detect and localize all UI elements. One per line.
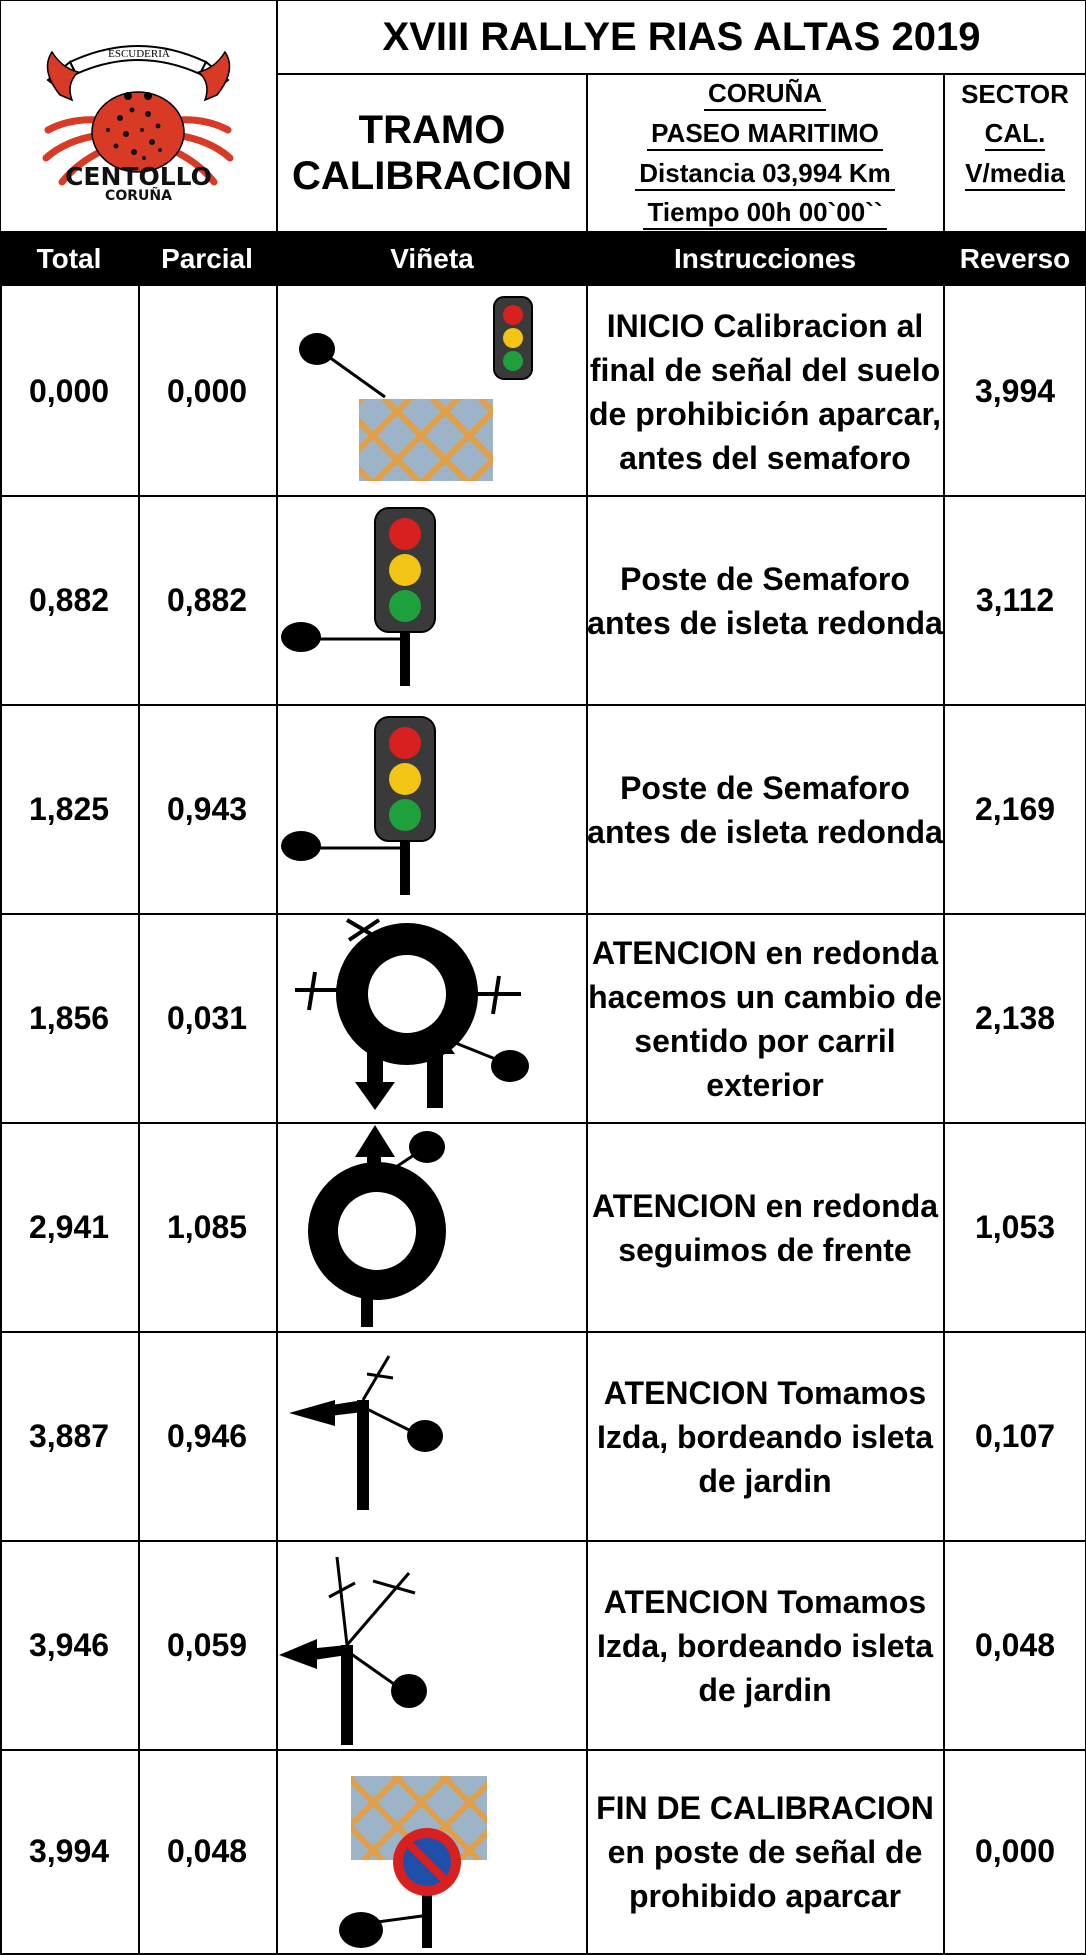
rally-title: XVIII RALLYE RIAS ALTAS 2019 — [382, 14, 981, 59]
roundabout-straight-icon — [308, 1125, 446, 1327]
vineta-no-parking-sign — [277, 1750, 587, 1953]
col-header-vineta: Viñeta — [390, 243, 474, 274]
cell-reverso: 2,138 — [974, 1000, 1056, 1036]
vineta-traffic-light-pole — [277, 496, 587, 705]
cell-parcial: 0,943 — [166, 791, 248, 827]
stage-city: CORUÑA — [587, 74, 943, 114]
club-logo: ESCUDERIA CENTOLLO CORUÑA — [0, 0, 277, 232]
cell-instruction: INICIO Calibracion al final de señal del… — [588, 307, 942, 476]
stage-name-line1: TRAMO — [358, 108, 506, 152]
cell-parcial: 0,031 — [166, 1000, 248, 1036]
table-row: 0,882 0,882 Poste de Semaforo antes de i… — [0, 496, 1086, 705]
cell-reverso: 1,053 — [974, 1209, 1056, 1245]
table-row: 1,856 0,031 — [0, 914, 1086, 1123]
table-row: 0,000 0,000 INICIO Calibra — [0, 287, 1086, 496]
cell-total: 3,887 — [28, 1418, 110, 1454]
column-header-bar: Total Parcial Viñeta Instrucciones Rever… — [0, 232, 1086, 286]
table-row: 3,946 0,059 ATENCION Tomamos Izda, borde… — [0, 1541, 1086, 1750]
cell-reverso: 0,048 — [974, 1627, 1056, 1663]
cell-reverso: 0,000 — [974, 1833, 1056, 1869]
cell-total: 3,994 — [28, 1833, 110, 1869]
table-row: 3,994 0,048 FIN DE CALIBRA — [0, 1750, 1086, 1953]
vineta-traffic-light-pole — [277, 705, 587, 914]
traffic-light-pole-icon — [281, 716, 436, 895]
sector-line1: SECTOR — [961, 78, 1069, 109]
cell-total: 2,941 — [28, 1209, 110, 1245]
vineta-junction-left — [277, 1332, 587, 1541]
cell-parcial: 1,085 — [166, 1209, 248, 1245]
stage-name-line2: CALIBRACION — [292, 154, 572, 198]
cell-parcial: 0,000 — [166, 373, 248, 409]
cell-instruction: ATENCION Tomamos Izda, bordeando isleta … — [596, 1583, 934, 1708]
cell-reverso: 2,169 — [974, 791, 1056, 827]
stage-distance: Distancia 03,994 Km — [587, 154, 943, 194]
col-header-instrucciones: Instrucciones — [673, 243, 857, 274]
cell-total: 1,856 — [28, 1000, 110, 1036]
vineta-roundabout-straight — [277, 1123, 587, 1332]
sector-line2: CAL. — [984, 118, 1046, 151]
cell-instruction: Poste de Semaforo antes de isleta redond… — [587, 560, 943, 641]
crab-logo-icon — [42, 45, 234, 186]
vineta-junction-left-double — [277, 1541, 587, 1750]
cell-instruction: FIN DE CALIBRACION en poste de señal de … — [596, 1789, 934, 1914]
table-row: 1,825 0,943 Poste de Semaforo antes de i… — [0, 705, 1086, 914]
logo-city: CORUÑA — [105, 188, 172, 204]
sector-line3: V/media — [965, 158, 1065, 191]
cell-parcial: 0,048 — [166, 1833, 248, 1869]
cell-total: 0,000 — [28, 373, 110, 409]
roadbook-header: ESCUDERIA CENTOLLO CORUÑA XVIII RALLYE R… — [0, 0, 1086, 232]
cell-total: 0,882 — [28, 582, 110, 618]
table-row: 2,941 1,085 ATENCION en redonda seguimos… — [0, 1123, 1086, 1332]
cell-total: 3,946 — [28, 1627, 110, 1663]
sector-line3-wrap: V/media — [944, 154, 1086, 194]
traffic-light-pavement-icon — [299, 296, 533, 481]
cell-instruction: ATENCION Tomamos Izda, bordeando isleta … — [596, 1374, 934, 1499]
traffic-light-pole-icon — [281, 507, 436, 686]
col-header-parcial: Parcial — [161, 243, 253, 274]
cell-instruction: ATENCION en redonda hacemos un cambio de… — [588, 934, 942, 1103]
vineta-roundabout-u-turn — [277, 914, 587, 1123]
no-parking-sign-icon — [339, 1776, 487, 1948]
vineta-traffic-light-pavement — [277, 287, 587, 496]
stage-name: TRAMO CALIBRACION — [277, 74, 587, 232]
cell-parcial: 0,059 — [166, 1627, 248, 1663]
logo-top-text: ESCUDERIA — [108, 48, 170, 60]
cell-total: 1,825 — [28, 791, 110, 827]
cell-instruction: ATENCION en redonda seguimos de frente — [591, 1187, 939, 1268]
table-row: 3,887 0,946 ATENCION Tomamos Izda, borde… — [0, 1332, 1086, 1541]
logo-name: CENTOLLO — [65, 162, 212, 191]
stage-time: Tiempo 00h 00`00`` — [587, 194, 943, 232]
roundabout-u-turn-icon — [295, 918, 529, 1110]
col-header-total: Total — [36, 243, 102, 274]
cell-reverso: 0,107 — [974, 1418, 1056, 1454]
col-header-reverso: Reverso — [959, 243, 1071, 274]
cell-parcial: 0,882 — [166, 582, 248, 618]
cell-reverso: 3,112 — [975, 582, 1055, 618]
cell-reverso: 3,994 — [974, 373, 1056, 409]
cell-instruction: Poste de Semaforo antes de isleta redond… — [587, 769, 943, 850]
junction-left-double-icon — [279, 1556, 427, 1745]
sector-line2-wrap: CAL. — [944, 114, 1086, 154]
junction-left-icon — [289, 1355, 443, 1510]
cell-parcial: 0,946 — [166, 1418, 248, 1454]
stage-street: PASEO MARITIMO — [587, 114, 943, 154]
